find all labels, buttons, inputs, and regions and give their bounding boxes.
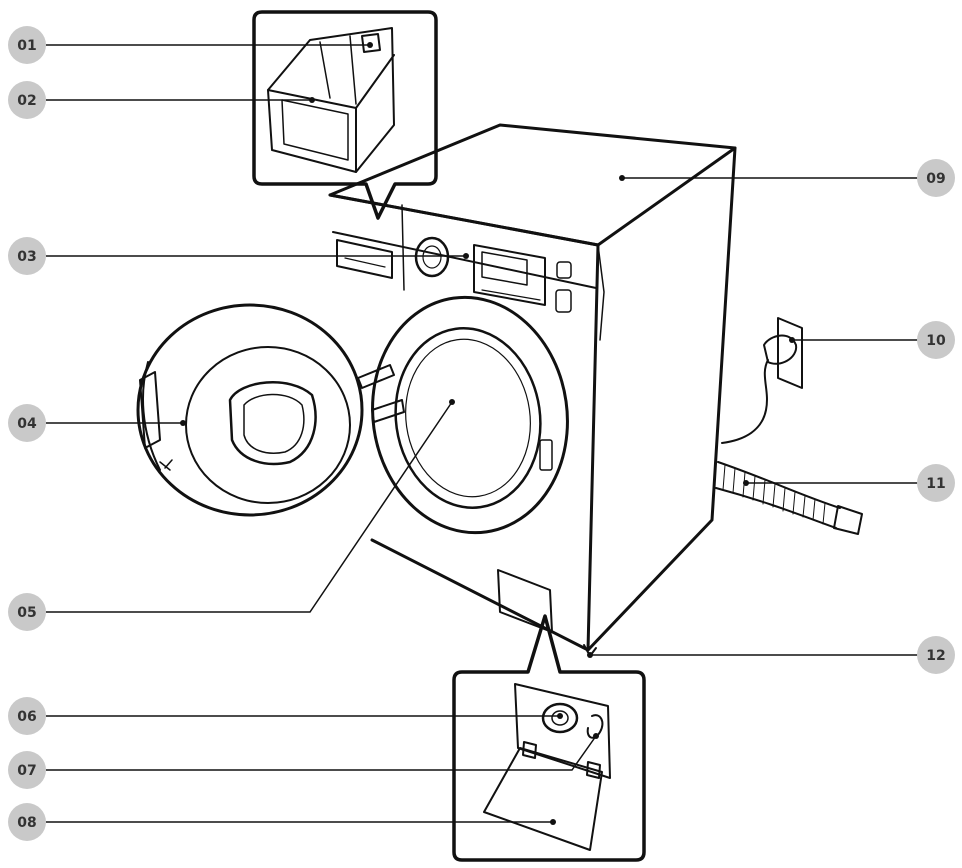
callout-badge-07: 07 [8, 751, 46, 789]
callout-badge-01: 01 [8, 26, 46, 64]
door-glass [228, 381, 317, 466]
callout-badge-10: 10 [917, 321, 955, 359]
door-hinge-top [357, 364, 395, 389]
filter-cover-front [497, 569, 553, 633]
program-knob [414, 236, 450, 278]
callout-badge-02: 02 [8, 81, 46, 119]
control-band [332, 231, 597, 289]
drain-hose-drawing [715, 461, 863, 535]
callout-badge-09: 09 [917, 159, 955, 197]
power-cable [721, 359, 769, 444]
callout-badge-11: 11 [917, 464, 955, 502]
callout-badge-03: 03 [8, 237, 46, 275]
inset-detergent-drawer [252, 10, 438, 220]
callout-label-02: 02 [17, 93, 36, 109]
leader-lines [46, 44, 918, 823]
machine-top-panel [328, 123, 737, 247]
detergent-slot [336, 239, 393, 279]
power-plug-drawing [721, 317, 803, 444]
callout-badge-08: 08 [8, 803, 46, 841]
washing-machine [328, 123, 737, 652]
wall-socket [777, 317, 803, 389]
callout-label-06: 06 [17, 709, 36, 725]
hose-bottom [715, 487, 837, 529]
callout-label-01: 01 [17, 38, 36, 54]
door-outer-ring [136, 303, 364, 517]
callout-label-12: 12 [926, 648, 945, 664]
machine-side-panel [586, 146, 737, 652]
door-hinge-bottom [371, 399, 405, 423]
callout-label-07: 07 [17, 763, 36, 779]
callout-badge-12: 12 [917, 636, 955, 674]
callout-badge-06: 06 [8, 697, 46, 735]
hose-top [717, 461, 841, 509]
callout-label-04: 04 [17, 416, 37, 432]
porthole-inner [394, 327, 542, 509]
leader-line-07 [46, 735, 597, 771]
leader-dots [180, 42, 795, 825]
inset-filter [452, 614, 646, 862]
callout-label-05: 05 [17, 605, 36, 621]
door-drawing [136, 303, 364, 517]
leader-line-05 [46, 401, 453, 613]
callout-label-08: 08 [17, 815, 36, 831]
callout-label-10: 10 [926, 333, 946, 349]
callout-label-09: 09 [926, 171, 945, 187]
porthole-outer [371, 295, 569, 535]
callout-label-03: 03 [17, 249, 36, 265]
callout-label-11: 11 [926, 476, 945, 492]
display-panel [473, 244, 546, 306]
callout-badge-04: 04 [8, 404, 46, 442]
callout-badge-05: 05 [8, 593, 46, 631]
